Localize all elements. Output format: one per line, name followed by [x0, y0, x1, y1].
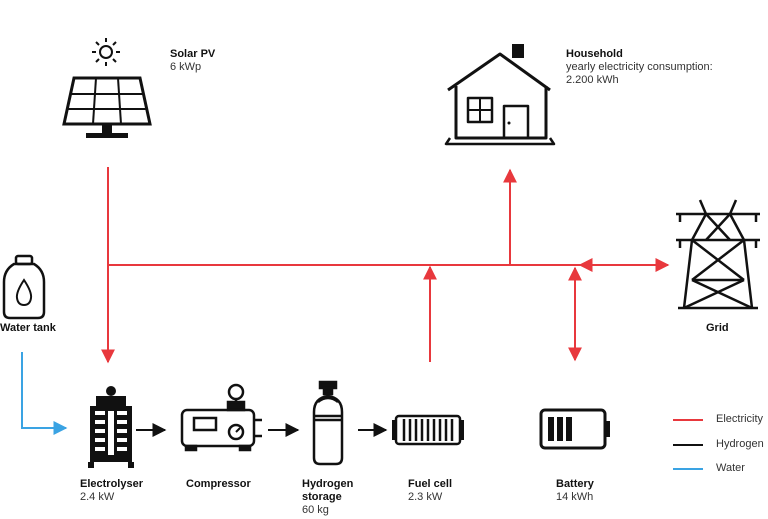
hydrogen-storage-title-2: storage [302, 491, 342, 503]
house-icon [444, 44, 556, 146]
battery-icon [539, 408, 610, 450]
solar-detail: 6 kWp [170, 61, 202, 73]
legend-electricity-label: Electricity [716, 413, 764, 425]
battery-title: Battery [556, 478, 594, 490]
water-tank-icon [2, 254, 46, 320]
sun-icon [92, 38, 120, 66]
water-flows [21, 352, 68, 435]
hydrogen-storage-title-1: Hydrogen [302, 478, 354, 490]
electrolyser-title: Electrolyser [80, 478, 143, 490]
water-to-electrolyser-line [21, 352, 68, 435]
solar-title: Solar PV [170, 48, 216, 60]
gas-cylinder-icon [312, 380, 344, 466]
household-detail-1: yearly electricity consumption: [566, 61, 713, 73]
solar-panel-icon [62, 76, 152, 138]
fuel-cell-detail: 2.3 kW [408, 491, 443, 503]
compressor-title: Compressor [186, 478, 251, 490]
household-title: Household [566, 48, 623, 60]
fuel-cell-icon [392, 414, 464, 446]
compressor-label: Compressor [186, 478, 251, 491]
electrolyser-detail: 2.4 kW [80, 491, 115, 503]
solar-label: Solar PV 6 kWp [170, 48, 215, 74]
hydrogen-storage-label: Hydrogen storage 60 kg [302, 478, 353, 517]
water-tank-title: Water tank [0, 322, 56, 334]
fuel-cell-title: Fuel cell [408, 478, 453, 490]
grid-title: Grid [706, 322, 729, 334]
household-label: Household yearly electricity consumption… [566, 48, 713, 87]
legend-water-label: Water [716, 462, 745, 474]
water-tank-label: Water tank [0, 322, 56, 335]
battery-label: Battery 14 kWh [556, 478, 594, 504]
household-detail-2: 2.200 kWh [566, 74, 619, 86]
power-tower-icon [676, 199, 760, 310]
electricity-flows [101, 167, 670, 364]
compressor-icon [180, 383, 262, 452]
electrolyser-icon [88, 386, 134, 468]
grid-label: Grid [706, 322, 729, 335]
fuel-cell-label: Fuel cell 2.3 kW [408, 478, 452, 504]
legend-swatches [673, 419, 703, 470]
hydrogen-storage-detail: 60 kg [302, 504, 329, 516]
electrolyser-label: Electrolyser 2.4 kW [80, 478, 143, 504]
legend-hydrogen-label: Hydrogen [716, 438, 764, 450]
battery-detail: 14 kWh [556, 491, 594, 503]
